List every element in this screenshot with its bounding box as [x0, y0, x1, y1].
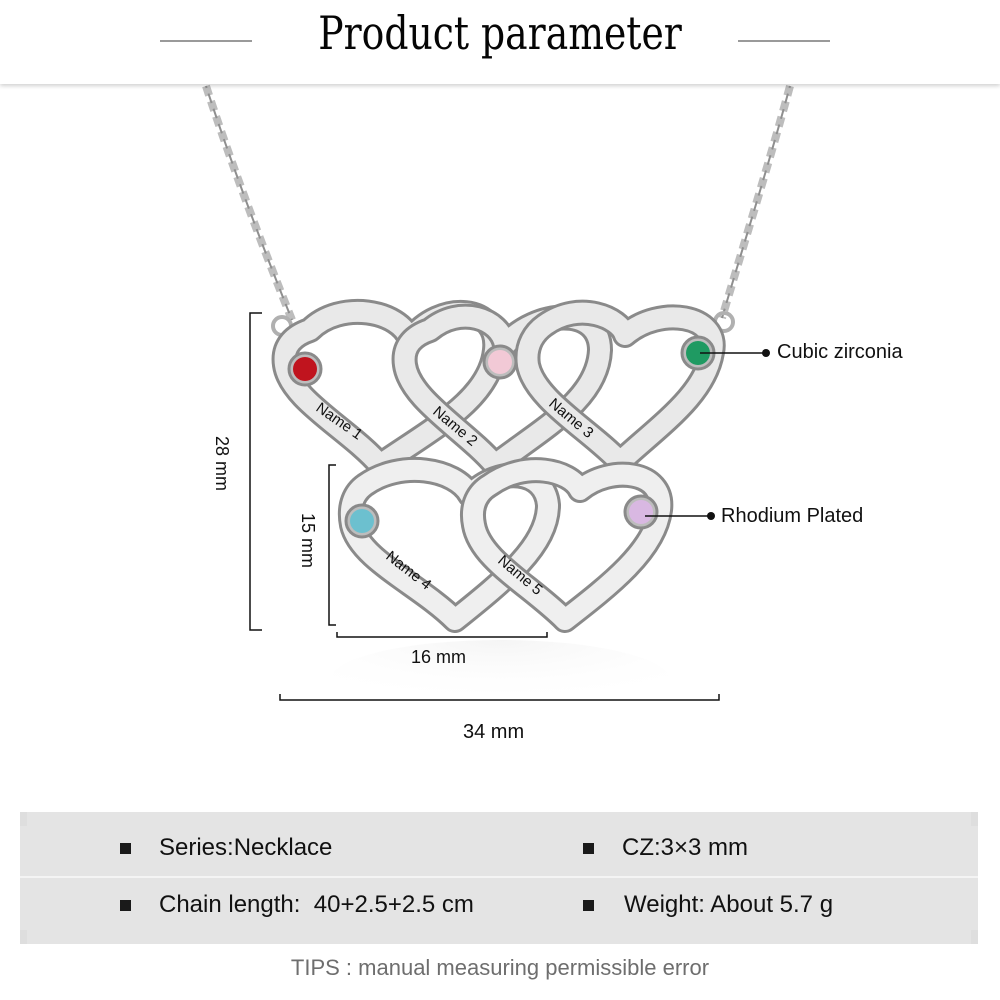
header-rule-left: [160, 40, 252, 42]
chain-right: [718, 84, 794, 320]
header-rule-right: [738, 40, 830, 42]
page-title: Product parameter: [318, 6, 682, 60]
page-header: Product parameter: [0, 0, 1000, 84]
tips-note: TIPS : manual measuring permissible erro…: [290, 955, 710, 980]
necklace-illustration: Name 1 Name 2 Name 3 Name 4 Name 5: [202, 84, 794, 720]
heart-4: [337, 456, 561, 633]
bullet-icon: [583, 842, 594, 854]
dimension-heart-width: 16 mm: [411, 647, 467, 667]
chain-left: [202, 84, 296, 322]
spec-chain-length: Chain length: 40+2.5+2.5 cm: [120, 891, 474, 919]
bullet-icon: [583, 899, 594, 911]
dimension-total-height: 28 mm: [212, 436, 232, 492]
spec-weight: Weight: About 5.7 g: [583, 891, 833, 919]
specs-divider: [20, 876, 978, 878]
bullet-icon: [120, 899, 131, 911]
product-image: Name 1 Name 2 Name 3 Name 4 Name 5: [0, 84, 1000, 804]
dimension-heart-height: 15 mm: [298, 513, 318, 569]
callout-cubic-zirconia: Cubic zirconia: [777, 341, 903, 363]
bullet-icon: [120, 842, 131, 854]
dimension-total-width: 34 mm: [463, 721, 525, 743]
spec-cz-size: CZ:3×3 mm: [583, 834, 748, 862]
callout-rhodium-plated: Rhodium Plated: [721, 505, 864, 527]
spec-series: Series:Necklace: [120, 834, 332, 862]
specs-panel: Series:Necklace CZ:3×3 mm Chain length: …: [20, 812, 978, 944]
